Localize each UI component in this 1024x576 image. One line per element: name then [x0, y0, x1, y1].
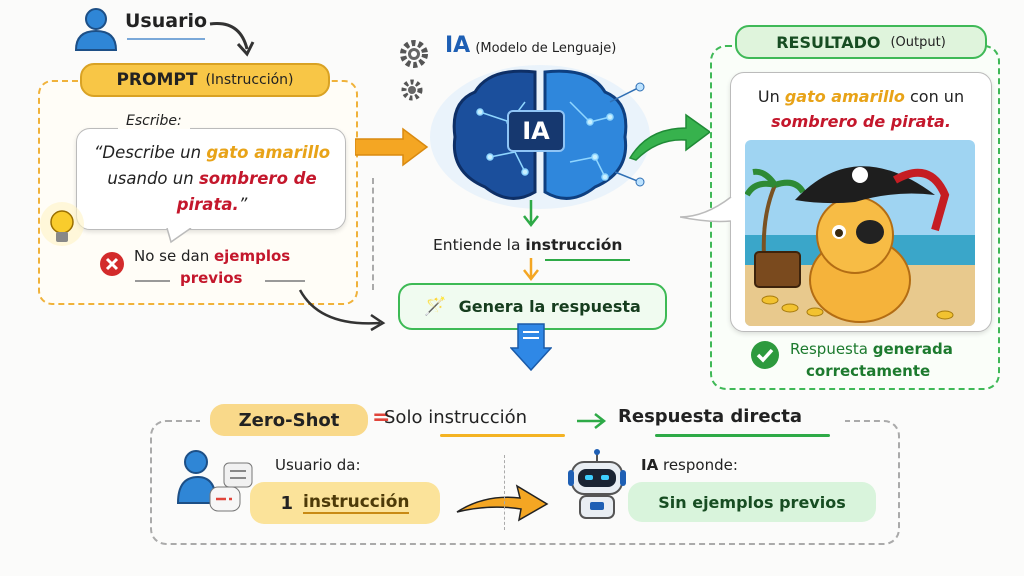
- orange-curved-arrow-icon: [456, 484, 549, 522]
- understands-highlight: instrucción: [525, 236, 623, 254]
- prompt-subtitle: (Instrucción): [205, 72, 294, 88]
- generate-label: Genera la respuesta: [458, 297, 641, 316]
- generate-response-button[interactable]: 🪄 Genera la respuesta: [398, 283, 667, 330]
- curved-arrow-icon: [298, 289, 386, 332]
- quote-text: usando un: [107, 169, 199, 188]
- zero-shot-term: Zero-Shot: [210, 404, 368, 436]
- speech-bubble-tail: [166, 228, 192, 244]
- pirate-cat-image: [745, 140, 975, 326]
- ai-badge: IA: [507, 110, 565, 152]
- user-gives-value: 1 instrucción: [250, 482, 440, 524]
- prompt-quote: “Describe un gato amarillo usando un som…: [78, 140, 346, 218]
- result-status: Respuesta generada: [790, 340, 953, 358]
- result-subtitle: (Output): [890, 34, 946, 50]
- down-arrow-icon: [523, 258, 539, 282]
- orange-arrow-icon: [355, 127, 429, 167]
- result-header: RESULTADO (Output): [735, 25, 987, 59]
- prompt-title: PROMPT: [116, 70, 198, 90]
- understands-label: Entiende la: [433, 236, 526, 254]
- user-chat-icon: [176, 450, 253, 512]
- quote-text: “Describe un: [93, 143, 207, 162]
- escribe-label: Escribe:: [118, 113, 190, 129]
- ai-subtitle: (Modelo de Lenguaje): [475, 41, 617, 56]
- down-arrow-icon: [523, 200, 539, 228]
- quote-highlight-pirate: pirata.: [176, 195, 239, 214]
- prompt-speech-bubble: [76, 128, 346, 230]
- result-text-part: con un: [904, 87, 965, 106]
- robot-icon: [568, 449, 626, 519]
- part1-text: Solo: [384, 407, 429, 428]
- check-icon: [751, 341, 779, 369]
- x-icon: [100, 252, 124, 276]
- no-examples-note: No se dan ejemplos: [134, 247, 290, 265]
- ai-title: IA (Modelo de Lenguaje): [445, 33, 616, 58]
- ai-responds-label: IA responde:: [641, 456, 738, 474]
- instruction-count: 1: [280, 492, 294, 514]
- user-label: Usuario: [125, 10, 208, 32]
- dashed-separator: [504, 455, 505, 530]
- understands-text: Entiende la instrucción: [433, 236, 622, 254]
- dashed-separator: [372, 178, 374, 290]
- ai-responds-highlight: IA: [641, 456, 659, 474]
- part1-highlight: instrucción: [428, 407, 528, 428]
- green-curved-arrow-icon: [628, 113, 712, 161]
- quote-highlight-cat: gato amarillo: [206, 143, 331, 162]
- magic-wand-icon: 🪄: [424, 296, 447, 317]
- result-text: Un gato amarillo con un sombrero de pira…: [732, 84, 990, 134]
- status-highlight: generada: [872, 340, 953, 358]
- part1-underline: [440, 434, 565, 437]
- divider: [135, 280, 170, 282]
- result-text-part: Un: [757, 87, 785, 106]
- result-card-tail: [680, 196, 732, 223]
- result-highlight-cat: gato amarillo: [784, 87, 905, 106]
- note-highlight-previos: previos: [180, 269, 243, 287]
- ai-responds-text: responde:: [662, 456, 738, 474]
- understands-underline: [545, 259, 630, 261]
- quote-highlight-hat: sombrero de: [198, 169, 317, 188]
- output-down-arrow-icon: [510, 323, 552, 372]
- user-underline: [127, 38, 205, 40]
- part2-underline: [655, 434, 830, 437]
- instruction-label: instrucción: [303, 492, 410, 514]
- status-line2: correctamente: [806, 362, 931, 380]
- ai-responds-value: Sin ejemplos previos: [628, 482, 876, 522]
- prompt-header: PROMPT (Instrucción): [80, 63, 330, 97]
- quote-close: ”: [238, 195, 248, 214]
- status-text: Respuesta: [790, 340, 873, 358]
- result-title: RESULTADO: [776, 32, 881, 52]
- user-gives-label: Usuario da:: [275, 456, 361, 474]
- equals-sign: =: [372, 405, 391, 430]
- lightbulb-icon: [40, 202, 84, 246]
- gears-icon: [400, 40, 428, 101]
- right-arrow-icon: [577, 413, 607, 429]
- curved-arrow-icon: [209, 22, 255, 57]
- note-text: No se dan: [134, 247, 214, 265]
- user-icon: [74, 8, 118, 51]
- ai-title-label: IA: [445, 33, 471, 58]
- summary-part2: Respuesta directa: [618, 406, 802, 427]
- note-highlight: ejemplos: [213, 247, 291, 265]
- divider: [265, 280, 305, 282]
- summary-part1: Solo instrucción: [384, 407, 527, 428]
- result-highlight-hat: sombrero de pirata.: [771, 112, 951, 131]
